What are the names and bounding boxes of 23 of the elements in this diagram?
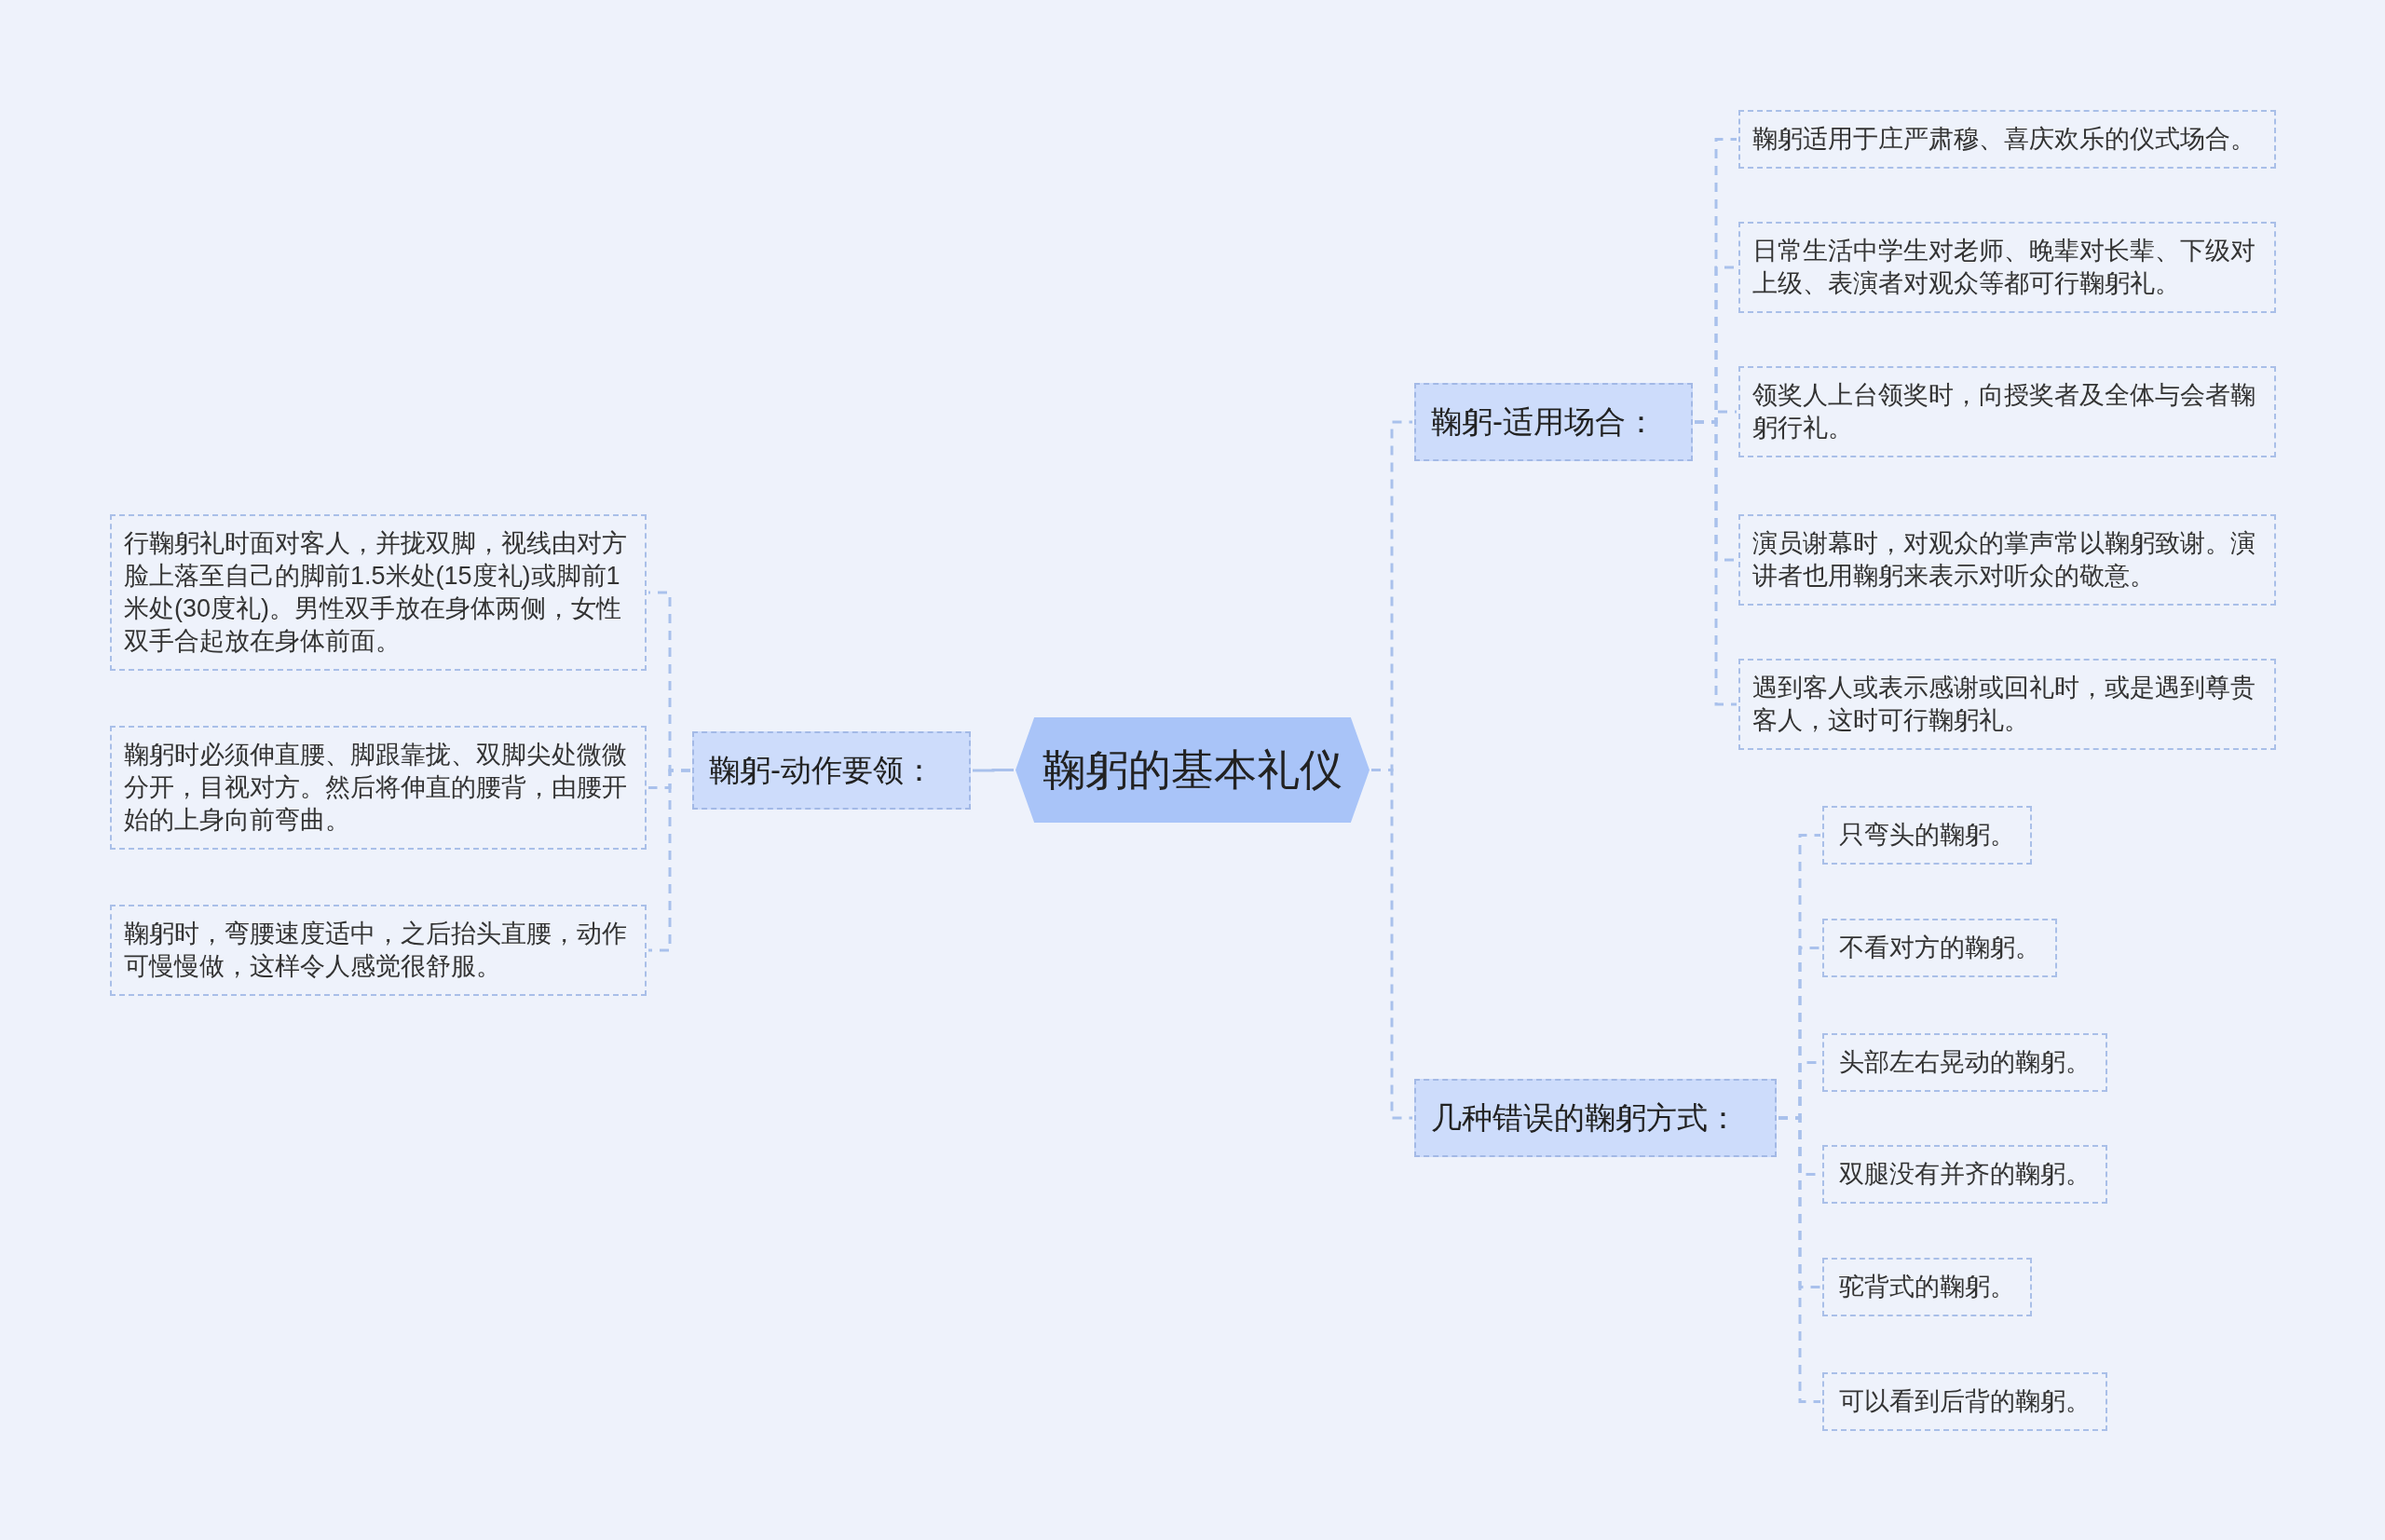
connector-line: [1779, 1116, 1820, 1403]
note-box: 只弯头的鞠躬。: [1822, 806, 2032, 865]
topic-hexagon: 鞠躬的基本礼仪: [1015, 717, 1370, 823]
connector-line: [1695, 420, 1737, 706]
note-box: 鞠躬时，弯腰速度适中，之后抬头直腰，动作可慢慢做，这样令人感觉很舒服。: [110, 905, 647, 996]
connector-line: [973, 769, 1014, 772]
note-box: 遇到客人或表示感谢或回礼时，或是遇到尊贵客人，这时可行鞠躬礼。: [1738, 659, 2276, 750]
connector-line: [648, 769, 690, 952]
note-box: 可以看到后背的鞠躬。: [1822, 1372, 2107, 1431]
note-box: 行鞠躬礼时面对客人，并拢双脚，视线由对方脸上落至自己的脚前1.5米处(15度礼)或脚前1米处(30度礼)。男性双手放在身体两侧，女性双手合起放在身体前面。: [110, 514, 647, 671]
note-box: 领奖人上台领奖时，向授奖者及全体与会者鞠躬行礼。: [1738, 366, 2276, 457]
note-box: 日常生活中学生对老师、晚辈对长辈、下级对上级、表演者对观众等都可行鞠躬礼。: [1738, 222, 2276, 313]
note-box: 不看对方的鞠躬。: [1822, 919, 2057, 977]
connector-line: [1371, 769, 1412, 1120]
note-box: 演员谢幕时，对观众的掌声常以鞠躬致谢。演讲者也用鞠躬来表示对听众的敬意。: [1738, 514, 2276, 606]
note-box: 双腿没有并齐的鞠躬。: [1822, 1145, 2107, 1204]
branch-box: 几种错误的鞠躬方式：: [1414, 1079, 1777, 1157]
note-box: 头部左右晃动的鞠躬。: [1822, 1033, 2107, 1092]
note-box: 鞠躬时必须伸直腰、脚跟靠拢、双脚尖处微微分开，目视对方。然后将伸直的腰背，由腰开始的上身向前弯曲。: [110, 726, 647, 850]
note-box: 鞠躬适用于庄严肃穆、喜庆欢乐的仪式场合。: [1738, 110, 2276, 169]
note-box: 驼背式的鞠躬。: [1822, 1258, 2032, 1316]
branch-box: 鞠躬-适用场合：: [1414, 383, 1693, 461]
branch-box: 鞠躬-动作要领：: [692, 731, 971, 810]
